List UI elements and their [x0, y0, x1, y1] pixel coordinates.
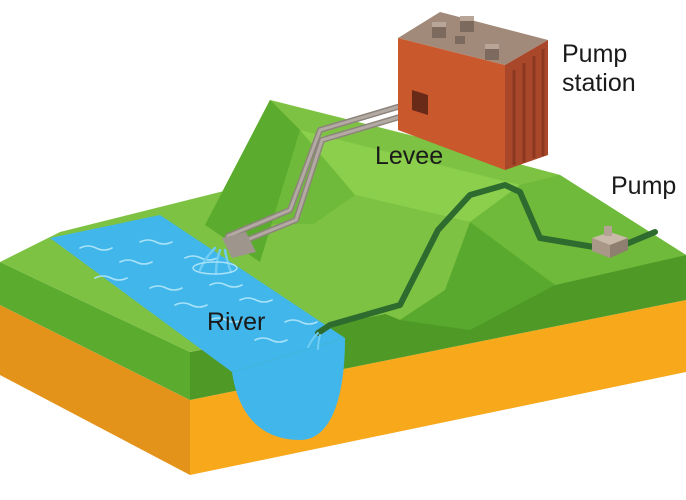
levee-river-face [205, 100, 300, 262]
pump-station-label: Pump station [562, 40, 636, 98]
river-label: River [207, 308, 266, 336]
ground-front-left [0, 262, 190, 400]
drain-pipe [315, 182, 658, 336]
levee-label: Levee [375, 142, 444, 170]
pump-label: Pump [611, 172, 677, 200]
river-surface [50, 215, 345, 372]
river-cross-section [232, 338, 345, 440]
pipe-outlet-block [222, 232, 256, 258]
discharge-pipes [225, 95, 433, 249]
pump-station-label-line1: Pump [562, 40, 628, 68]
pump-unit [592, 226, 628, 258]
soil-front [0, 305, 190, 475]
levee-front-face [400, 222, 555, 330]
pump-station-label-line2: station [562, 69, 636, 97]
pump-station [398, 12, 548, 170]
discharge-splash [192, 246, 238, 276]
river-ripples [79, 239, 318, 343]
drain-outlet-splash [307, 332, 321, 350]
levee-land-face [260, 195, 470, 320]
